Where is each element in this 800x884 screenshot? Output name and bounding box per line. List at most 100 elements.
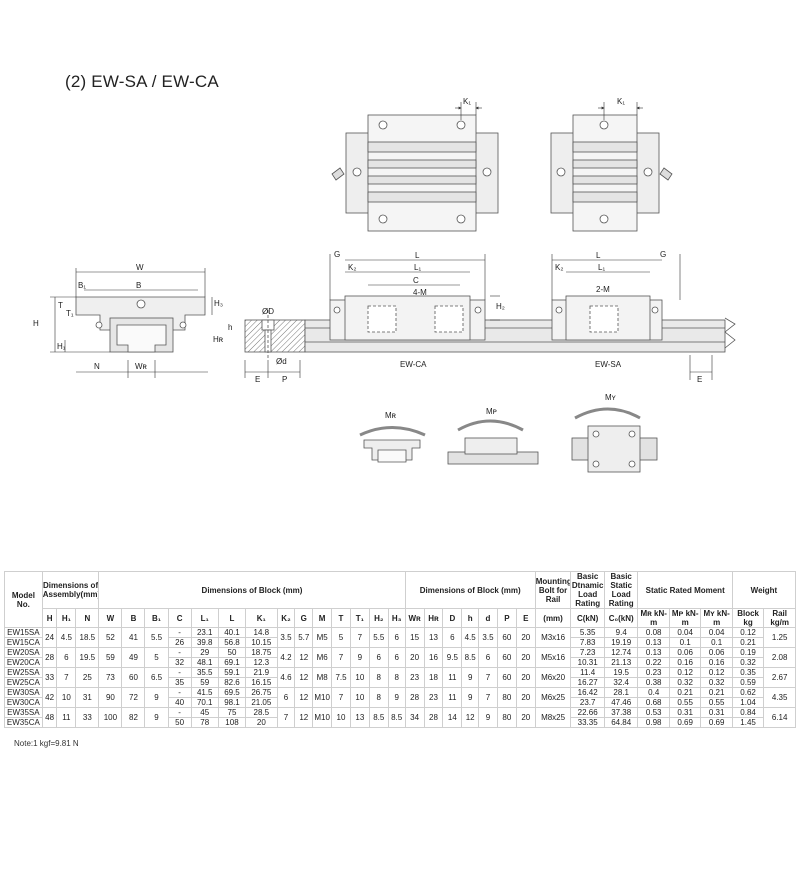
col-hr: Hʀ — [423, 608, 444, 628]
cell-h2: 5.5 — [368, 627, 389, 648]
cell-b: 72 — [121, 687, 146, 708]
g-label-ca: G — [334, 250, 340, 259]
cell-k1: 14.8 — [245, 627, 278, 638]
col-h2: H₂ — [368, 608, 389, 628]
cell-l: 40.1 — [217, 627, 247, 638]
moment-mr-diagram — [359, 426, 426, 463]
cell-w: 59 — [98, 647, 123, 668]
cell-stat: 21.13 — [603, 657, 639, 668]
cell-block-weight: 0.19 — [731, 647, 765, 658]
cell-k1: 20 — [245, 717, 278, 728]
cell-c: 26 — [167, 637, 192, 648]
cell-stat: 19.5 — [603, 667, 639, 678]
cell-k2: 6 — [276, 687, 296, 708]
col-p: P — [496, 608, 517, 628]
e-label-left: E — [255, 375, 260, 384]
b1-label: B₁ — [78, 281, 86, 290]
col-g: G — [294, 608, 314, 628]
cell-mp: 0.32 — [668, 677, 702, 688]
col-l1: L₁ — [190, 608, 219, 628]
cell-mr: 0.23 — [637, 667, 670, 678]
cell-dyn: 7.23 — [570, 647, 605, 658]
k2-label-sa: K₂ — [555, 263, 563, 272]
cell-mr: 0.98 — [637, 717, 670, 728]
spec-table: Model No. Dimensions of Assembly(mm) Dim… — [4, 571, 797, 728]
cell-block-weight: 0.32 — [731, 657, 765, 668]
cell-h: 12 — [461, 707, 480, 728]
cell-c: - — [167, 667, 192, 678]
cell-rail-weight: 2.08 — [763, 647, 796, 668]
k1-dimension-sa — [598, 102, 643, 120]
cell-my: 0.16 — [700, 657, 733, 668]
end-view-block — [75, 296, 206, 353]
cell-stat: 28.1 — [603, 687, 639, 698]
cell-d: 11 — [442, 687, 463, 708]
rail-section — [244, 310, 306, 360]
n-label: N — [94, 362, 100, 371]
cell-k2: 3.5 — [276, 627, 296, 648]
cell-t: 7.5 — [331, 667, 351, 688]
cell-dyn: 16.27 — [570, 677, 605, 688]
cell-mr: 0.13 — [637, 637, 670, 648]
cell-h1: 10 — [56, 687, 77, 708]
cell-h3: 8 — [387, 667, 406, 688]
cell-dyn: 10.31 — [570, 657, 605, 668]
t-label: T — [58, 301, 63, 310]
cell-b: 82 — [121, 707, 146, 728]
cell-my: 0.06 — [700, 647, 733, 658]
col-rail-weight: Rail kg/m — [763, 608, 796, 628]
cell-k1: 10.15 — [245, 637, 278, 648]
cell-t1: 10 — [349, 687, 370, 708]
cell-d: 6 — [478, 647, 498, 668]
unit-note: Note:1 kgf=9.81 N — [14, 739, 79, 748]
cell-block-weight: 0.84 — [731, 707, 765, 718]
p-label: P — [282, 375, 287, 384]
cell-stat: 47.46 — [603, 697, 639, 708]
e-label-right: E — [697, 375, 702, 384]
cell-p: 80 — [496, 687, 517, 708]
cell-c: 50 — [167, 717, 192, 728]
cell-l1: 39.8 — [190, 637, 219, 648]
cell-d: 7 — [478, 687, 498, 708]
cell-g: 12 — [294, 647, 314, 668]
cell-l1: 45 — [190, 707, 219, 718]
col-h: H — [41, 608, 58, 628]
l-label-ca: L — [415, 251, 420, 260]
cell-w: 52 — [98, 627, 123, 648]
col-b1: B₁ — [144, 608, 169, 628]
phi-big-d-label: ØD — [262, 307, 274, 316]
cell-d: 11 — [442, 667, 463, 688]
cell-d: 9 — [478, 707, 498, 728]
cell-wr: 23 — [404, 667, 425, 688]
cell-hr: 16 — [423, 647, 444, 668]
cell-m: M8 — [312, 667, 333, 688]
cell-c: - — [167, 707, 192, 718]
cell-mp: 0.55 — [668, 697, 702, 708]
cell-c: - — [167, 647, 192, 658]
cell-d: 6 — [442, 627, 463, 648]
mr-label: Mʀ — [385, 411, 397, 420]
cell-d: 3.5 — [478, 627, 498, 648]
moment-mp-diagram — [447, 419, 539, 465]
cell-block-weight: 0.12 — [731, 627, 765, 638]
cell-model: EW20SA — [4, 647, 43, 658]
h-depth-label: h — [228, 323, 232, 332]
cell-p: 60 — [496, 667, 517, 688]
cell-stat: 32.4 — [603, 677, 639, 688]
cell-h: 28 — [41, 647, 58, 668]
cell-h3: 6 — [387, 647, 406, 668]
cell-h1: 11 — [56, 707, 77, 728]
col-stat: C₀(kN) — [603, 608, 639, 628]
cell-my: 0.55 — [700, 697, 733, 708]
cell-e: 20 — [515, 687, 536, 708]
cell-l1: 70.1 — [190, 697, 219, 708]
cell-mr: 0.38 — [637, 677, 670, 688]
col-bolt: (mm) — [534, 608, 572, 628]
cell-t1: 9 — [349, 647, 370, 668]
cell-my: 0.04 — [700, 627, 733, 638]
cell-h: 33 — [41, 667, 58, 688]
cell-mr: 0.4 — [637, 687, 670, 698]
